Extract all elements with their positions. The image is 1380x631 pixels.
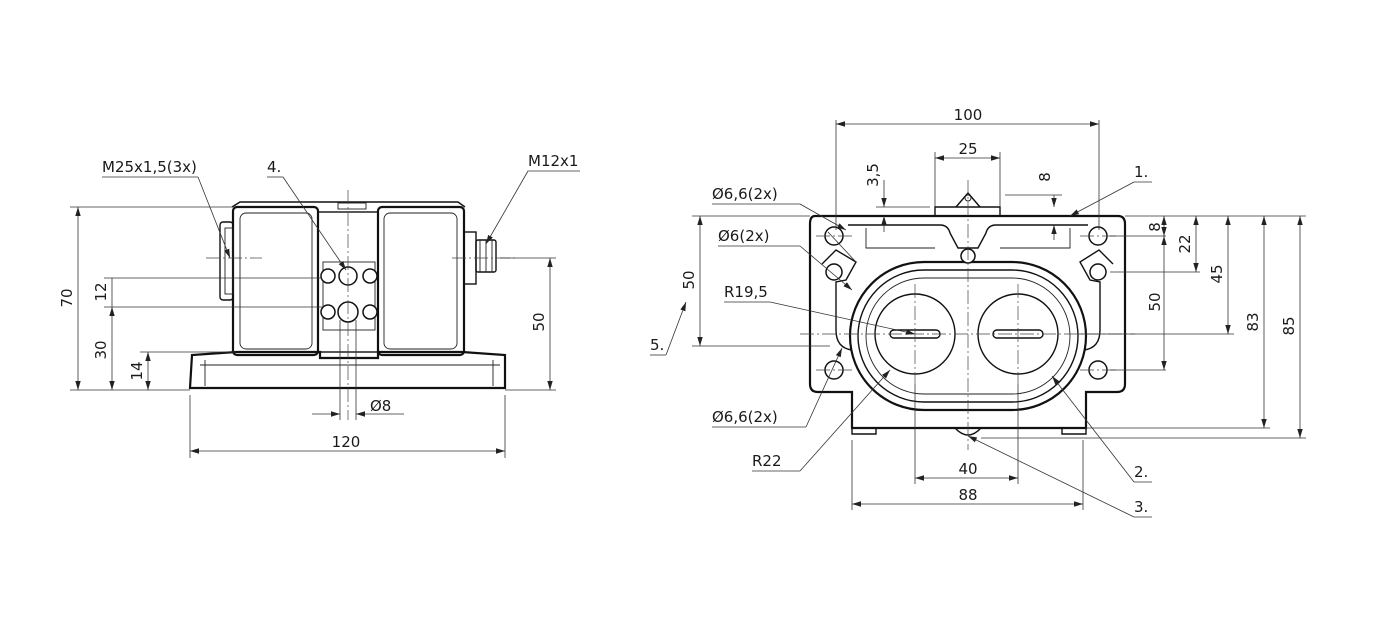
side-housing-right <box>376 205 466 357</box>
dim-45: 45 <box>1208 264 1226 283</box>
side-housing-left <box>231 205 320 357</box>
dim-50-side: 50 <box>530 312 548 331</box>
callout-thread-side: M12x1 <box>528 152 578 170</box>
callout-hole-66-top: Ø6,6(2x) <box>712 185 778 203</box>
dim-12: 12 <box>92 282 110 301</box>
side-base-plate <box>188 350 507 390</box>
front-view: 100 25 3,5 8 8 22 50 45 83 85 50 <box>650 106 1306 518</box>
dim-8-right: 8 <box>1146 222 1164 232</box>
callout-hole-66-bottom: Ø6,6(2x) <box>712 408 778 426</box>
callout-item-3: 3. <box>1134 498 1148 516</box>
side-screw <box>320 304 336 320</box>
callout-item-2: 2. <box>1134 463 1148 481</box>
callout-thread-main: M25x1,5(3x) <box>102 158 197 176</box>
dim-3-5: 3,5 <box>864 163 882 187</box>
dim-70: 70 <box>58 288 76 307</box>
side-screw <box>362 268 378 284</box>
dim-30: 30 <box>92 340 110 359</box>
dim-25: 25 <box>958 140 977 158</box>
dim-88: 88 <box>958 486 977 504</box>
dim-83: 83 <box>1244 312 1262 331</box>
dim-50-right: 50 <box>1146 292 1164 311</box>
dim-22: 22 <box>1176 234 1194 253</box>
callout-item-4: 4. <box>267 158 281 176</box>
callout-hole-6: Ø6(2x) <box>718 227 769 245</box>
side-screw <box>362 304 378 320</box>
dim-120: 120 <box>332 433 361 451</box>
callout-item-5: 5. <box>650 336 664 354</box>
side-screw <box>320 268 336 284</box>
callout-item-1: 1. <box>1134 163 1148 181</box>
dim-14: 14 <box>128 361 146 380</box>
front-mount-hole <box>1089 263 1107 281</box>
callout-radius-22: R22 <box>752 452 782 470</box>
side-thread-stub-left <box>219 221 234 301</box>
dim-50-left: 50 <box>680 270 698 289</box>
side-view: 70 12 30 14 50 Ø8 120 M25x1,5(3x) 4. M12… <box>58 152 580 458</box>
front-mount-hole <box>825 263 843 281</box>
dim-100: 100 <box>954 106 983 124</box>
dim-dia8: Ø8 <box>370 397 391 415</box>
dim-8-top: 8 <box>1036 172 1054 182</box>
dim-85: 85 <box>1280 316 1298 335</box>
callout-radius-19-5: R19,5 <box>724 283 768 301</box>
dim-40: 40 <box>958 460 977 478</box>
